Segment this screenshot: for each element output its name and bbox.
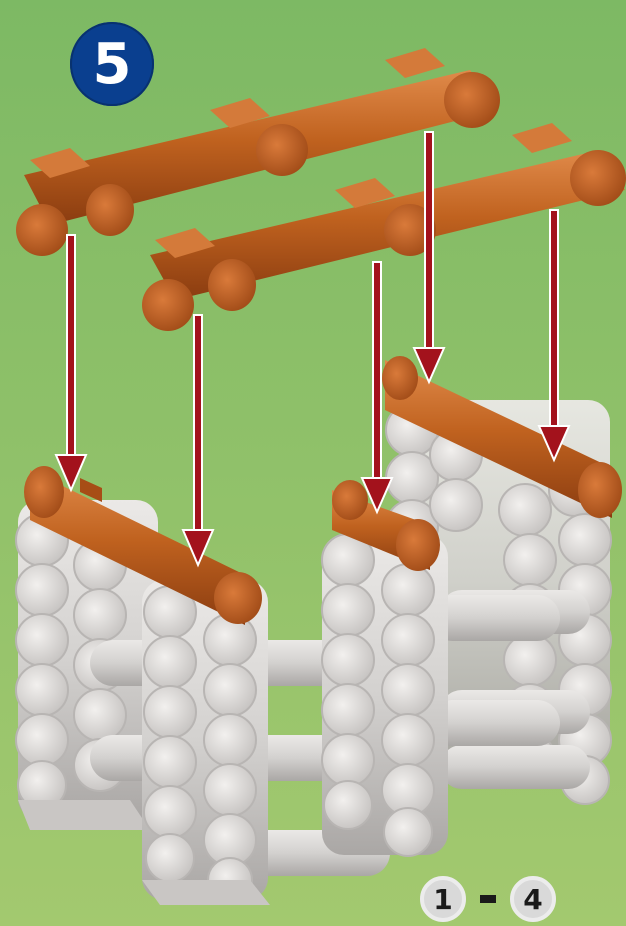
part-range-indicator: 1 4: [420, 876, 556, 922]
part-range-end: 4: [510, 876, 556, 922]
placed-wood-log-right-back: [382, 356, 622, 518]
arrow-down-3: [360, 261, 394, 515]
arrow-down-2: [181, 314, 215, 568]
arrow-down-4: [412, 131, 446, 385]
placed-wood-log-left: [24, 466, 262, 625]
floating-wood-log-front: [142, 123, 626, 331]
floating-wood-log-back: [16, 48, 500, 256]
part-range-separator: [480, 895, 496, 903]
arrow-down-5: [537, 209, 571, 463]
front-right-column: [321, 533, 448, 857]
placement-arrows: [54, 131, 571, 568]
part-range-start: 1: [420, 876, 466, 922]
step-number-badge: 5: [70, 22, 154, 106]
front-left-column: [142, 580, 270, 905]
arrow-down-1: [54, 234, 88, 493]
placed-wood-log-right-front: [332, 480, 440, 571]
